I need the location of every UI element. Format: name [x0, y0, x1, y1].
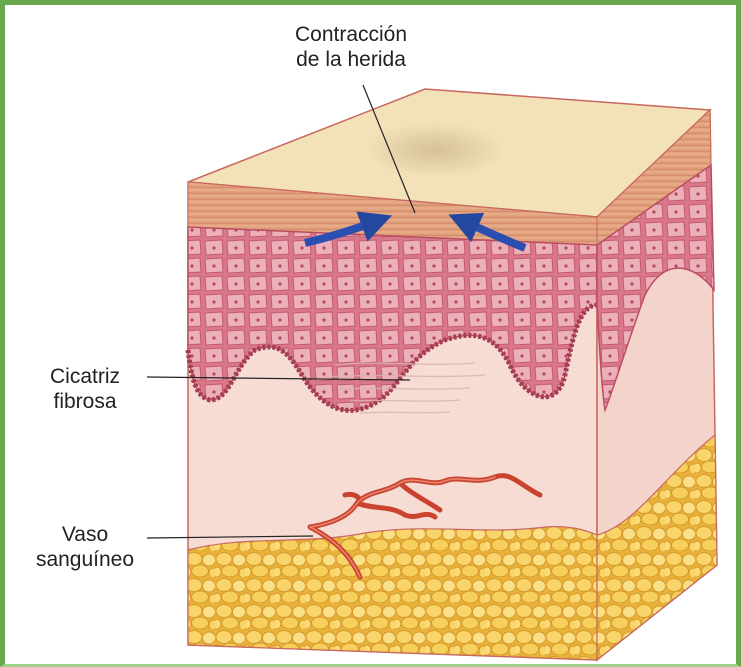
label-blood-vessel-line-2: sanguíneo [28, 547, 142, 572]
label-wound-contraction-line-2: de la herida [275, 47, 427, 72]
label-fibrous-scar-line-2: fibrosa [30, 389, 140, 414]
label-wound-contraction: Contracción de la herida [275, 22, 427, 72]
label-blood-vessel: Vaso sanguíneo [28, 522, 142, 572]
subcutaneous-fat [188, 527, 597, 660]
label-wound-contraction-line-1: Contracción [275, 22, 427, 47]
label-fibrous-scar-line-1: Cicatriz [30, 364, 140, 389]
label-blood-vessel-line-1: Vaso [28, 522, 142, 547]
label-fibrous-scar: Cicatriz fibrosa [30, 364, 140, 414]
wound-depression [365, 122, 505, 178]
